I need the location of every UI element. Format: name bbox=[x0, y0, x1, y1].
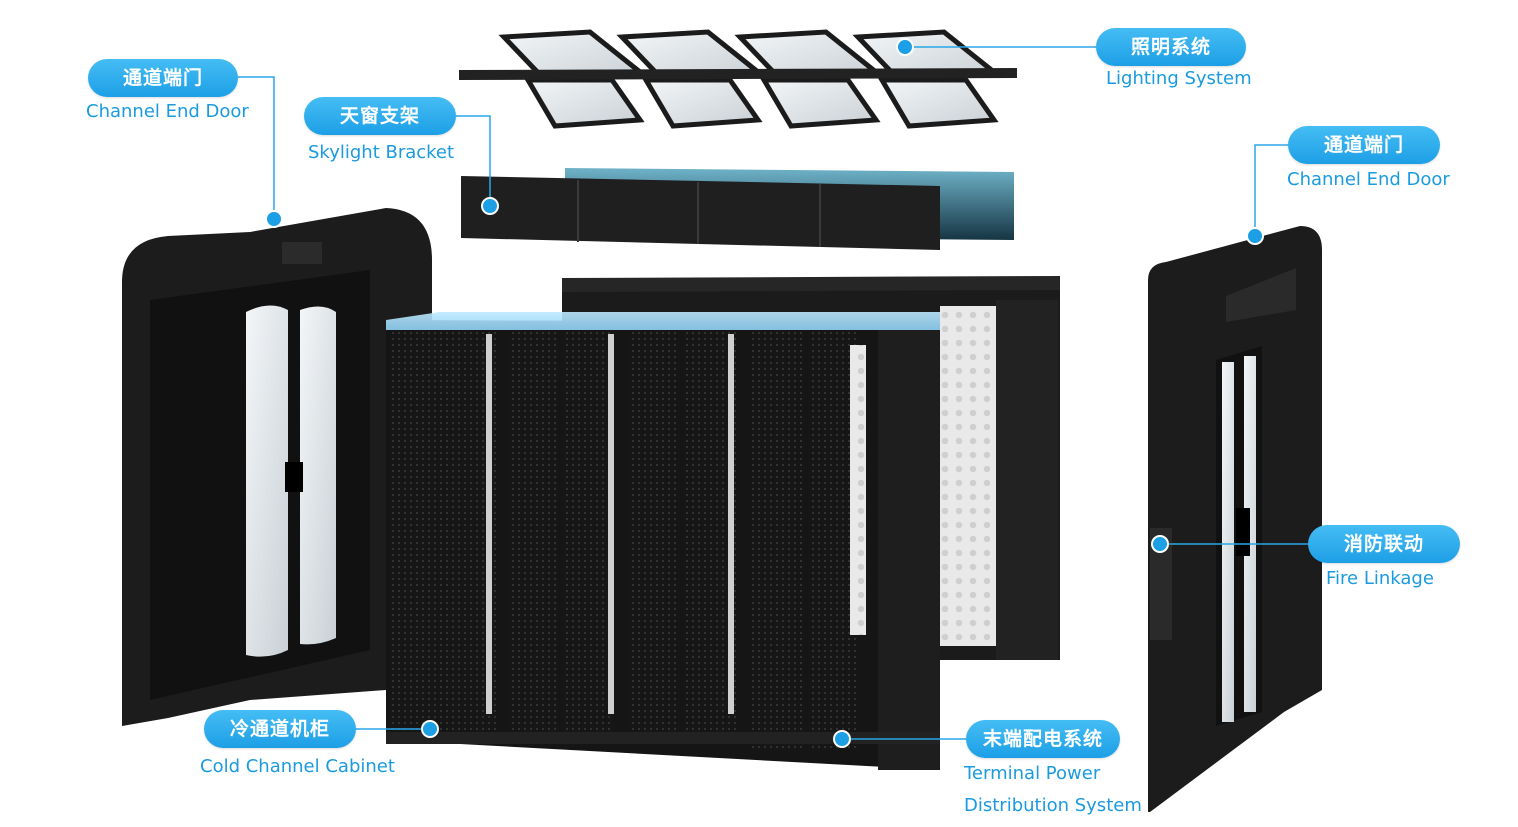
front-cabinet-row bbox=[386, 312, 940, 770]
callout-left-end-door-en: Channel End Door bbox=[86, 101, 249, 122]
callout-cold-channel-cabinet-en: Cold Channel Cabinet bbox=[200, 756, 395, 777]
leader-dots bbox=[265, 38, 1264, 748]
lighting-system-assembly bbox=[459, 29, 1017, 129]
callout-left-end-door-zh: 通道端门 bbox=[88, 59, 238, 97]
callout-skylight-bracket-en: Skylight Bracket bbox=[308, 142, 455, 163]
callout-cold-channel-cabinet-zh: 冷通道机柜 bbox=[204, 710, 356, 748]
callout-fire-linkage-zh: 消防联动 bbox=[1308, 525, 1460, 563]
callout-fire-linkage-en: Fire Linkage bbox=[1326, 568, 1434, 589]
skylight-bracket-assembly bbox=[461, 168, 1014, 250]
callout-lighting-system-zh: 照明系统 bbox=[1096, 28, 1246, 66]
right-end-door-assembly bbox=[1148, 226, 1322, 812]
callout-terminal-power-en-line1: Terminal Power bbox=[964, 763, 1101, 784]
leader-lines bbox=[238, 46, 1308, 740]
callout-right-end-door-en: Channel End Door bbox=[1287, 169, 1450, 190]
callout-terminal-power-en-line2: Distribution System bbox=[964, 795, 1142, 816]
callout-right-end-door-zh: 通道端门 bbox=[1288, 126, 1440, 164]
callout-lighting-system-en: Lighting System bbox=[1106, 68, 1252, 89]
left-end-door-assembly bbox=[122, 208, 432, 726]
callout-skylight-bracket-zh: 天窗支架 bbox=[304, 97, 456, 135]
callout-terminal-power-zh: 末端配电系统 bbox=[966, 720, 1120, 758]
